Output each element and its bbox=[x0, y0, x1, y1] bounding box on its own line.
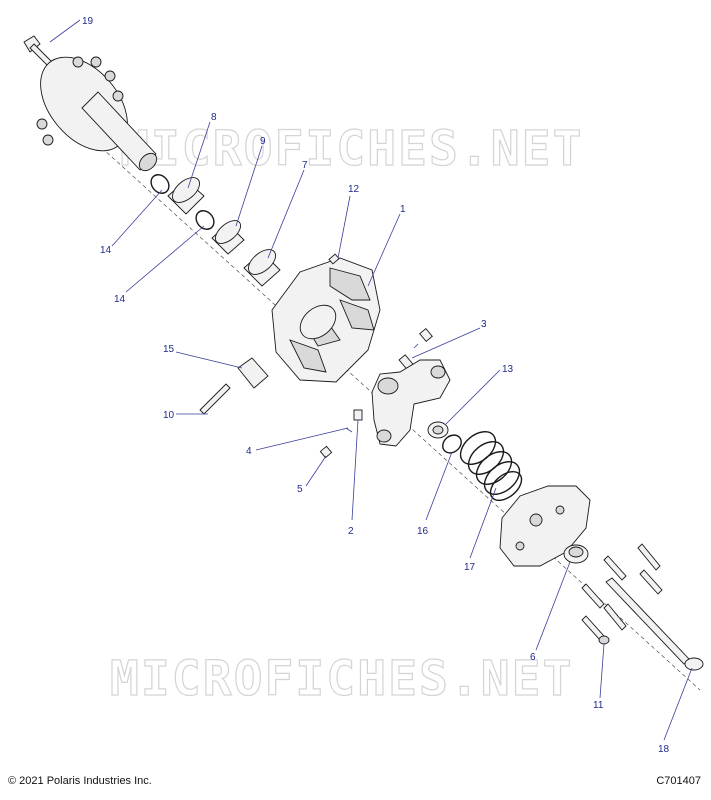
part-6-bushing[interactable] bbox=[563, 544, 589, 564]
callout-17: 17 bbox=[464, 562, 476, 573]
leader-lines bbox=[49, 19, 693, 741]
callout-11: 11 bbox=[593, 700, 604, 711]
part-1-moveable-sheave[interactable] bbox=[271, 257, 381, 383]
callout-10: 10 bbox=[163, 410, 175, 421]
callout-9: 9 bbox=[260, 136, 266, 147]
callout-labels: 19 8 9 7 12 1 3 13 15 10 4 5 2 16 17 14 … bbox=[82, 16, 670, 755]
part-13-nut[interactable] bbox=[427, 421, 449, 439]
watermark-top: MICROFICHES.NET bbox=[120, 121, 583, 177]
callout-8: 8 bbox=[211, 112, 217, 123]
part-17-spring[interactable] bbox=[454, 425, 527, 506]
callout-1: 1 bbox=[400, 204, 406, 215]
part-11-bolts[interactable] bbox=[581, 543, 663, 645]
part-10-pin[interactable] bbox=[199, 383, 231, 415]
part-2-button[interactable] bbox=[353, 409, 363, 421]
cover-plate[interactable] bbox=[499, 485, 591, 567]
callout-14-upper: 14 bbox=[100, 245, 112, 256]
fixed-sheave-shaft[interactable] bbox=[23, 41, 160, 174]
part-4-washer[interactable] bbox=[345, 427, 353, 433]
part-16-ring[interactable] bbox=[439, 431, 465, 456]
callout-18: 18 bbox=[658, 744, 670, 755]
drawing-number: C701407 bbox=[656, 775, 701, 787]
part-5-pin[interactable] bbox=[319, 445, 333, 459]
callout-3: 3 bbox=[481, 319, 487, 330]
part-8-bushing[interactable] bbox=[167, 173, 205, 215]
part-7-bushing[interactable] bbox=[243, 245, 281, 287]
callout-2: 2 bbox=[348, 526, 354, 537]
part-12-pin[interactable] bbox=[328, 253, 340, 265]
callout-5: 5 bbox=[297, 484, 303, 495]
callout-7: 7 bbox=[302, 160, 308, 171]
callout-12: 12 bbox=[348, 184, 360, 195]
part-15-roller[interactable] bbox=[237, 357, 269, 389]
part-14-ring-lower[interactable] bbox=[192, 207, 217, 233]
callout-13: 13 bbox=[502, 364, 514, 375]
part-14-ring-upper[interactable] bbox=[147, 171, 172, 197]
copyright-notice: © 2021 Polaris Industries Inc. bbox=[8, 775, 152, 787]
callout-14-lower: 14 bbox=[114, 294, 126, 305]
callout-6: 6 bbox=[530, 652, 536, 663]
assembly-centerline bbox=[59, 109, 701, 691]
part-9-bushing[interactable] bbox=[211, 216, 245, 255]
callout-15: 15 bbox=[163, 344, 175, 355]
callout-4: 4 bbox=[246, 446, 252, 457]
spider[interactable] bbox=[371, 359, 451, 447]
part-3-pins[interactable] bbox=[398, 327, 433, 370]
callout-16: 16 bbox=[417, 526, 429, 537]
callout-19: 19 bbox=[82, 16, 94, 27]
part-18-long-bolt[interactable] bbox=[605, 577, 704, 671]
watermark-bottom: MICROFICHES.NET bbox=[110, 651, 573, 707]
